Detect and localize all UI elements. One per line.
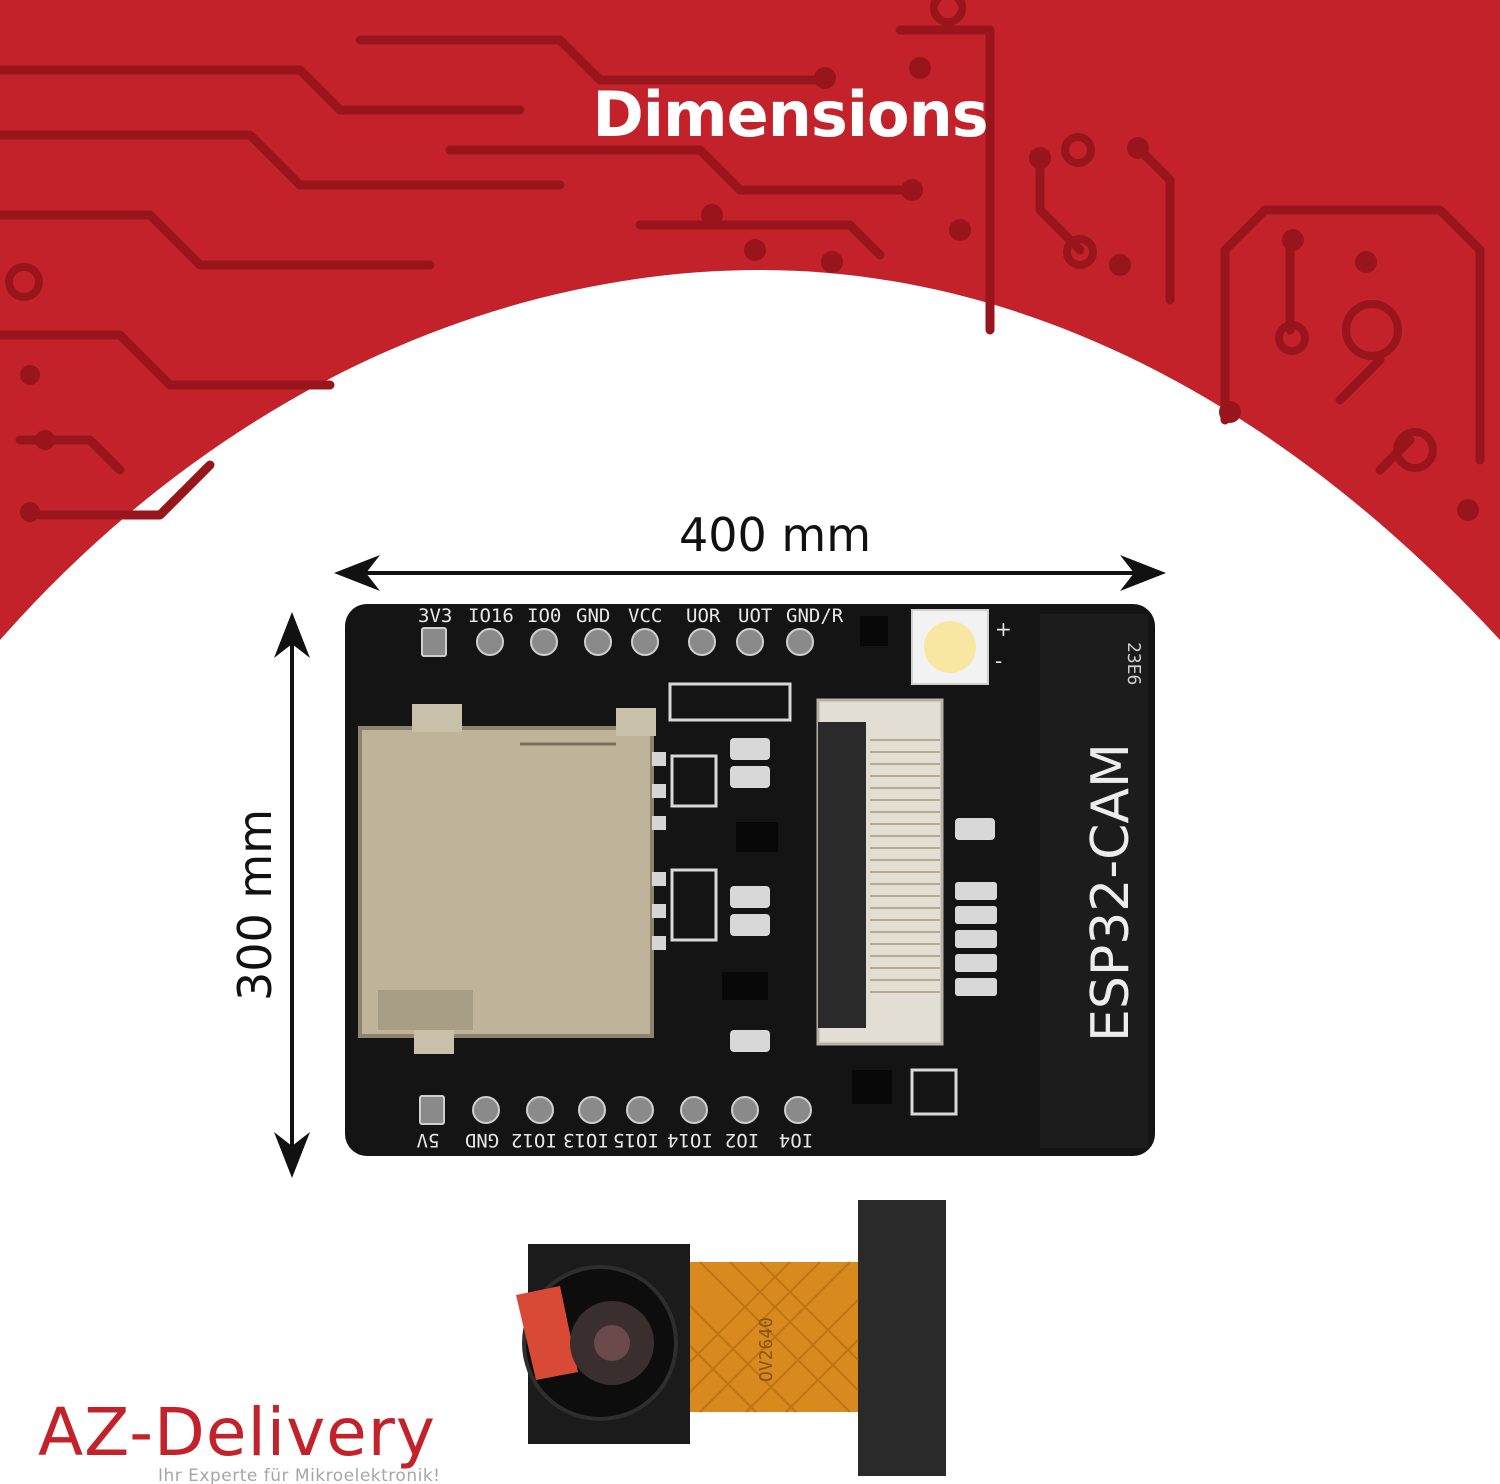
top-pin-label: UOR	[686, 605, 721, 627]
bottom-pin-label: IO14	[667, 1129, 713, 1151]
board-name: ESP32-CAM	[1081, 743, 1141, 1042]
page-title: Dimensions	[592, 78, 988, 151]
top-pin-label: IO16	[468, 605, 514, 627]
top-pin-label: 3V3	[418, 605, 452, 627]
brand-name: AZ-Delivery	[38, 1394, 436, 1471]
top-pin-label: IO0	[527, 605, 561, 627]
bottom-pin-label: IO12	[511, 1129, 557, 1151]
top-pin-label: GND	[576, 605, 610, 627]
width-dimension-label: 400 mm	[678, 508, 872, 562]
top-pin-labels: 3V3 IO16 IO0 GND VCC UOR UOT GND/R	[418, 605, 844, 627]
width-arrow	[334, 555, 1166, 591]
camera-module: OV2640	[516, 1200, 946, 1476]
svg-text:-: -	[995, 649, 1002, 673]
brand-tagline: Ihr Experte für Mikroelektronik!	[158, 1466, 441, 1484]
brand-logo: AZ-Delivery Ihr Experte für Mikroelektro…	[38, 1400, 440, 1484]
bottom-pin-label: IO13	[563, 1129, 609, 1151]
bottom-pin-label: IO15	[613, 1129, 659, 1151]
bottom-pin-label: IO4	[779, 1129, 813, 1151]
camera-marking: OV2640	[756, 1317, 777, 1382]
bottom-pin-label: IO2	[725, 1129, 759, 1151]
board-marking: 23E6	[1123, 642, 1144, 685]
svg-text:+: +	[995, 617, 1012, 641]
bottom-pin-label: GND	[465, 1129, 499, 1151]
bottom-pin-label: 5V	[417, 1129, 440, 1151]
height-arrow	[274, 612, 310, 1178]
top-pin-label: VCC	[628, 605, 662, 627]
top-pin-label: UOT	[738, 605, 772, 627]
top-pin-label: GND/R	[786, 605, 844, 627]
